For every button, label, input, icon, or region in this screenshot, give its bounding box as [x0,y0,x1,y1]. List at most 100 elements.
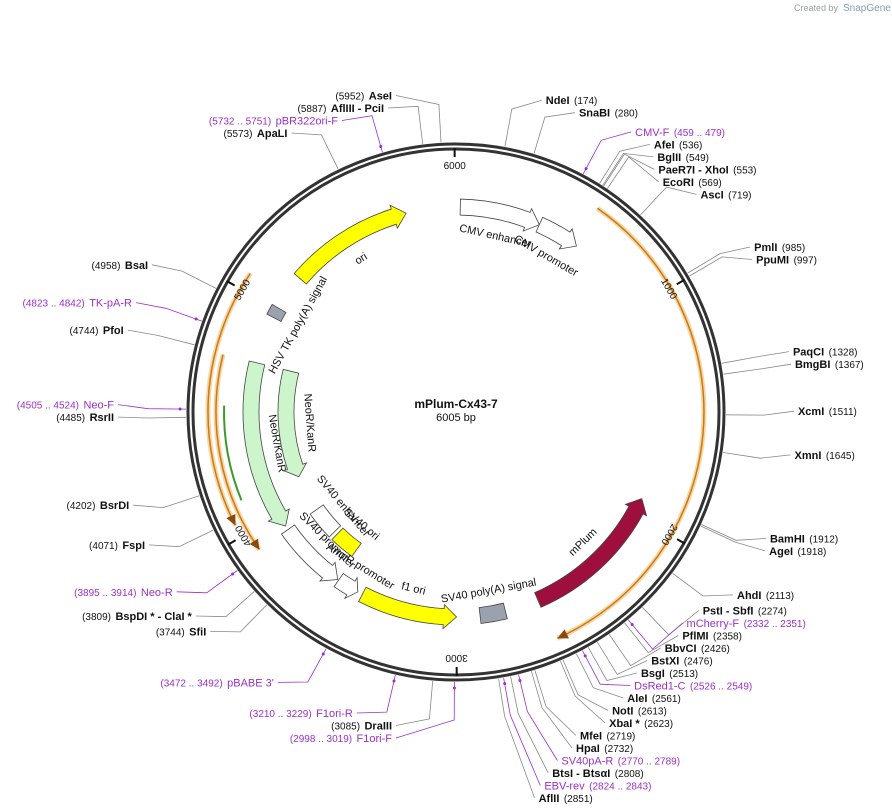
site-name: AflII [539,793,560,805]
feature-arrow [277,368,308,478]
site-label: AgeI (1918) [769,542,826,559]
site-name: PaeR7I - XhoI [658,164,728,176]
site-label: XcmI (1511) [798,402,857,419]
feature-arrow [331,527,362,557]
site-leader-line [640,186,697,216]
primer-name: TK-pA-R [89,298,132,310]
site-position: (2513) [669,669,698,680]
tick-label: 3000 [445,652,468,663]
orf-arrowhead [249,538,260,550]
site-leader-line [602,152,654,186]
site-leader-line [195,591,255,618]
site-position: (719) [728,190,751,201]
backbone-tick [226,280,236,287]
site-name: BtsI - BtsαI [552,768,610,780]
primer-label: (3895 .. 3914) Neo-R [74,583,173,600]
site-leader-line [118,416,187,419]
primer-position: (2526 .. 2549) [690,682,752,693]
site-position: (2719) [606,732,635,743]
site-label: AscI (719) [700,185,751,202]
site-position: (5573) [224,129,253,140]
site-position: (2623) [644,719,673,730]
site-position: (3744) [156,627,185,638]
site-position: (4202) [67,501,96,512]
primer-position: (459 .. 479) [674,128,725,139]
label-line-layer [117,95,795,799]
site-label: (3085) DraIII [331,717,392,734]
feature-label: NeoR/KanR [301,393,317,452]
site-name: DraIII [364,721,392,733]
site-leader-line [534,670,577,736]
primer-leader-line [277,648,327,683]
site-name: AscI [700,189,723,201]
site-name: RsrII [90,412,114,424]
watermark-brand: SnapGene [843,3,891,14]
site-leader-line [722,452,791,459]
primer-binding-mark [630,622,634,626]
primer-binding-mark [379,144,383,148]
primer-label: (5732 .. 5751) pBR322ori-F [209,111,338,128]
site-label: XbaI * (2623) [609,714,673,731]
site-name: NotI [612,706,633,718]
primer-position: (3210 .. 3229) [249,709,311,720]
primer-name: Neo-F [83,400,114,412]
site-label: BsgI (2513) [641,664,698,681]
site-name: BspDI * - ClaI * [115,611,192,623]
site-name: XmnI [795,450,822,462]
site-leader-line [672,572,734,597]
site-name: PfoI [103,325,124,337]
watermark-prefix: Created by [794,3,839,13]
site-leader-line [721,351,790,364]
feature-label: HSV TK poly(A) signal [267,274,330,375]
site-leader-line [575,653,624,699]
feature-arrow [358,586,458,630]
primer-label: EBV-rev (2824 .. 2843) [544,777,651,794]
primer-leader-line [135,302,202,322]
feature-arrow [266,303,287,323]
site-leader-line [533,112,575,154]
site-name: BglII [657,152,681,164]
site-leader-line [723,363,792,375]
site-label: BbvCI (2426) [665,639,730,656]
site-label: PpuMI (997) [756,251,817,268]
site-leader-line [560,660,606,724]
site-leader-line [291,132,339,170]
site-label: (4958) BsaI [92,256,149,273]
site-position: (2274) [758,607,787,618]
site-label: (5573) ApaLI [224,124,288,141]
site-name: SnaBI [579,108,610,120]
feature-arrow [309,504,342,538]
site-position: (4958) [92,261,121,272]
site-label: BglII (549) [657,148,709,165]
orf-track [215,354,261,551]
primer-binding-mark [392,679,396,683]
site-position: (2808) [615,769,644,780]
site-position: (4071) [89,541,118,552]
site-leader-line [498,678,535,799]
site-position: (1367) [835,360,864,371]
site-position: (5952) [335,91,364,102]
site-name: PaqCI [793,347,824,359]
primer-leader-line [356,675,396,714]
site-leader-line [148,529,214,548]
site-name: AseI [369,90,392,102]
primer-name: mCherry-F [687,618,740,630]
primer-position: (2770 .. 2789) [618,757,680,768]
primer-label: SV40pA-R (2770 .. 2789) [561,752,680,769]
site-leader-line [587,647,637,681]
site-position: (536) [679,140,702,151]
site-position: (549) [686,153,709,164]
primer-position: (2824 .. 2843) [589,782,651,793]
primer-label: mCherry-F (2332 .. 2351) [687,614,806,631]
primer-position: (3895 .. 3914) [74,588,136,599]
site-position: (997) [794,256,817,267]
site-label: HpaI (2732) [576,739,633,756]
site-position: (4744) [70,326,99,337]
site-leader-line [210,604,268,633]
plasmid-length: 6005 bp [436,412,476,424]
site-leader-line [700,525,766,552]
site-name: PflMI [682,631,708,643]
site-leader-line [596,641,648,675]
site-name: BbvCI [665,643,697,655]
site-position: (1328) [829,348,858,359]
